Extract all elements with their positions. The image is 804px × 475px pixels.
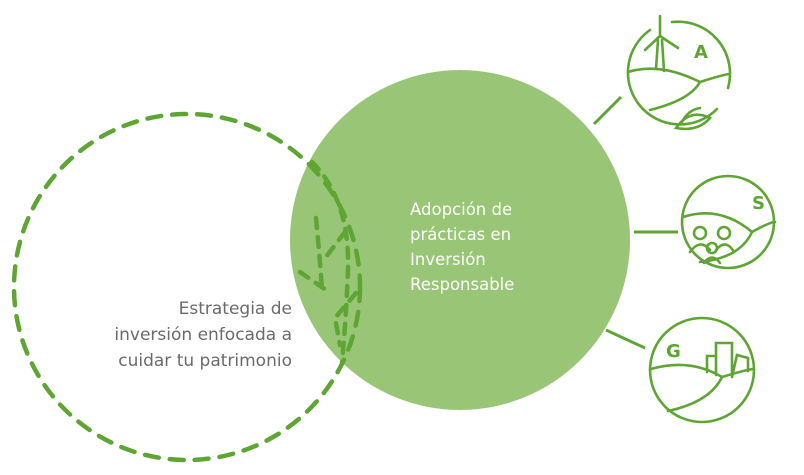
center-circle-label: Adopción de prácticas en Inversión Respo… [410, 197, 600, 297]
pillar-s-letter: S [752, 193, 765, 214]
pillar-g-letter: G [666, 341, 681, 362]
center-label-line: Inversión [410, 250, 486, 269]
center-label-line: Adopción de [410, 200, 513, 219]
leaf-sprout-icon [297, 159, 359, 365]
left-label-line: Estrategia de [178, 299, 292, 319]
left-circle-label: Estrategia de inversión enfocada a cuida… [60, 296, 292, 374]
pillar-s-icon[interactable] [680, 174, 777, 270]
left-dashed-circle [11, 111, 363, 463]
left-label-line: cuidar tu patrimonio [118, 351, 292, 371]
pillar-a-icon[interactable] [626, 14, 732, 131]
pillar-g-icon[interactable] [648, 316, 756, 424]
center-label-line: prácticas en [410, 225, 512, 244]
pillar-a-letter: A [694, 42, 708, 63]
left-label-line: inversión enfocada a [114, 325, 292, 345]
connector-g [605, 328, 646, 350]
connector-a [592, 95, 623, 126]
center-circle [290, 70, 630, 410]
center-label-line: Responsable [410, 275, 515, 294]
